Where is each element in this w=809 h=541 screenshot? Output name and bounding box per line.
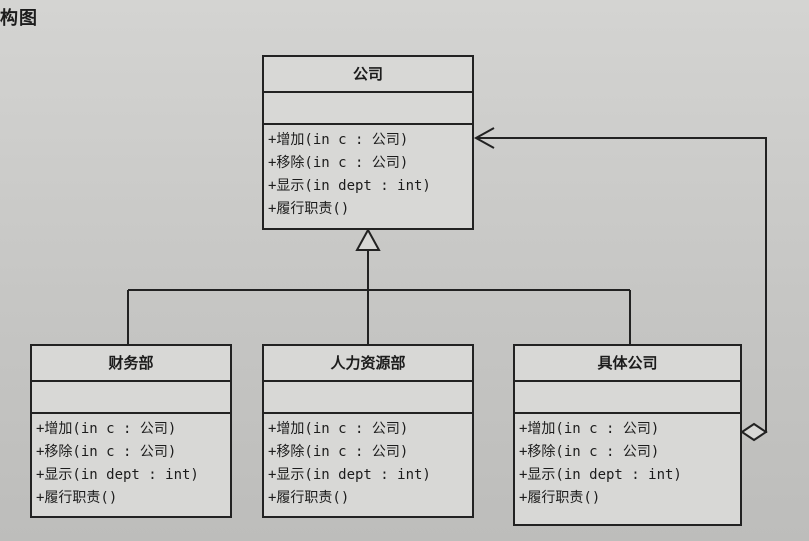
class-company-attributes (264, 93, 472, 125)
class-hr-name: 人力资源部 (264, 346, 472, 382)
class-company-operations: +增加(in c : 公司) +移除(in c : 公司) +显示(in dep… (264, 125, 472, 221)
operation-remove: +移除(in c : 公司) (519, 444, 660, 460)
generalization-arrowhead (355, 227, 381, 251)
class-finance-attributes (32, 382, 230, 414)
operation-perform-duty: +履行职责() (36, 490, 118, 506)
class-finance: 财务部 +增加(in c : 公司) +移除(in c : 公司) +显示(in… (30, 344, 232, 518)
class-company-name: 公司 (264, 57, 472, 93)
page-heading: 构图 (0, 8, 38, 29)
aggregation-diamond (740, 422, 768, 442)
operation-remove: +移除(in c : 公司) (268, 444, 409, 460)
class-concrete-company-attributes (515, 382, 740, 414)
operation-display: +显示(in dept : int) (268, 467, 431, 483)
class-finance-name: 财务部 (32, 346, 230, 382)
aggregation-arrowhead (473, 127, 495, 149)
operation-remove: +移除(in c : 公司) (36, 444, 177, 460)
operation-add: +增加(in c : 公司) (519, 421, 660, 437)
class-concrete-company: 具体公司 +增加(in c : 公司) +移除(in c : 公司) +显示(i… (513, 344, 742, 526)
operation-display: +显示(in dept : int) (36, 467, 199, 483)
operation-remove: +移除(in c : 公司) (268, 155, 409, 171)
class-hr-operations: +增加(in c : 公司) +移除(in c : 公司) +显示(in dep… (264, 414, 472, 510)
class-concrete-company-name: 具体公司 (515, 346, 740, 382)
operation-perform-duty: +履行职责() (519, 490, 601, 506)
operation-add: +增加(in c : 公司) (268, 132, 409, 148)
class-concrete-company-operations: +增加(in c : 公司) +移除(in c : 公司) +显示(in dep… (515, 414, 740, 510)
operation-perform-duty: +履行职责() (268, 201, 350, 217)
operation-add: +增加(in c : 公司) (268, 421, 409, 437)
class-finance-operations: +增加(in c : 公司) +移除(in c : 公司) +显示(in dep… (32, 414, 230, 510)
class-company: 公司 +增加(in c : 公司) +移除(in c : 公司) +显示(in … (262, 55, 474, 230)
operation-display: +显示(in dept : int) (519, 467, 682, 483)
class-hr: 人力资源部 +增加(in c : 公司) +移除(in c : 公司) +显示(… (262, 344, 474, 518)
operation-display: +显示(in dept : int) (268, 178, 431, 194)
operation-add: +增加(in c : 公司) (36, 421, 177, 437)
operation-perform-duty: +履行职责() (268, 490, 350, 506)
class-hr-attributes (264, 382, 472, 414)
